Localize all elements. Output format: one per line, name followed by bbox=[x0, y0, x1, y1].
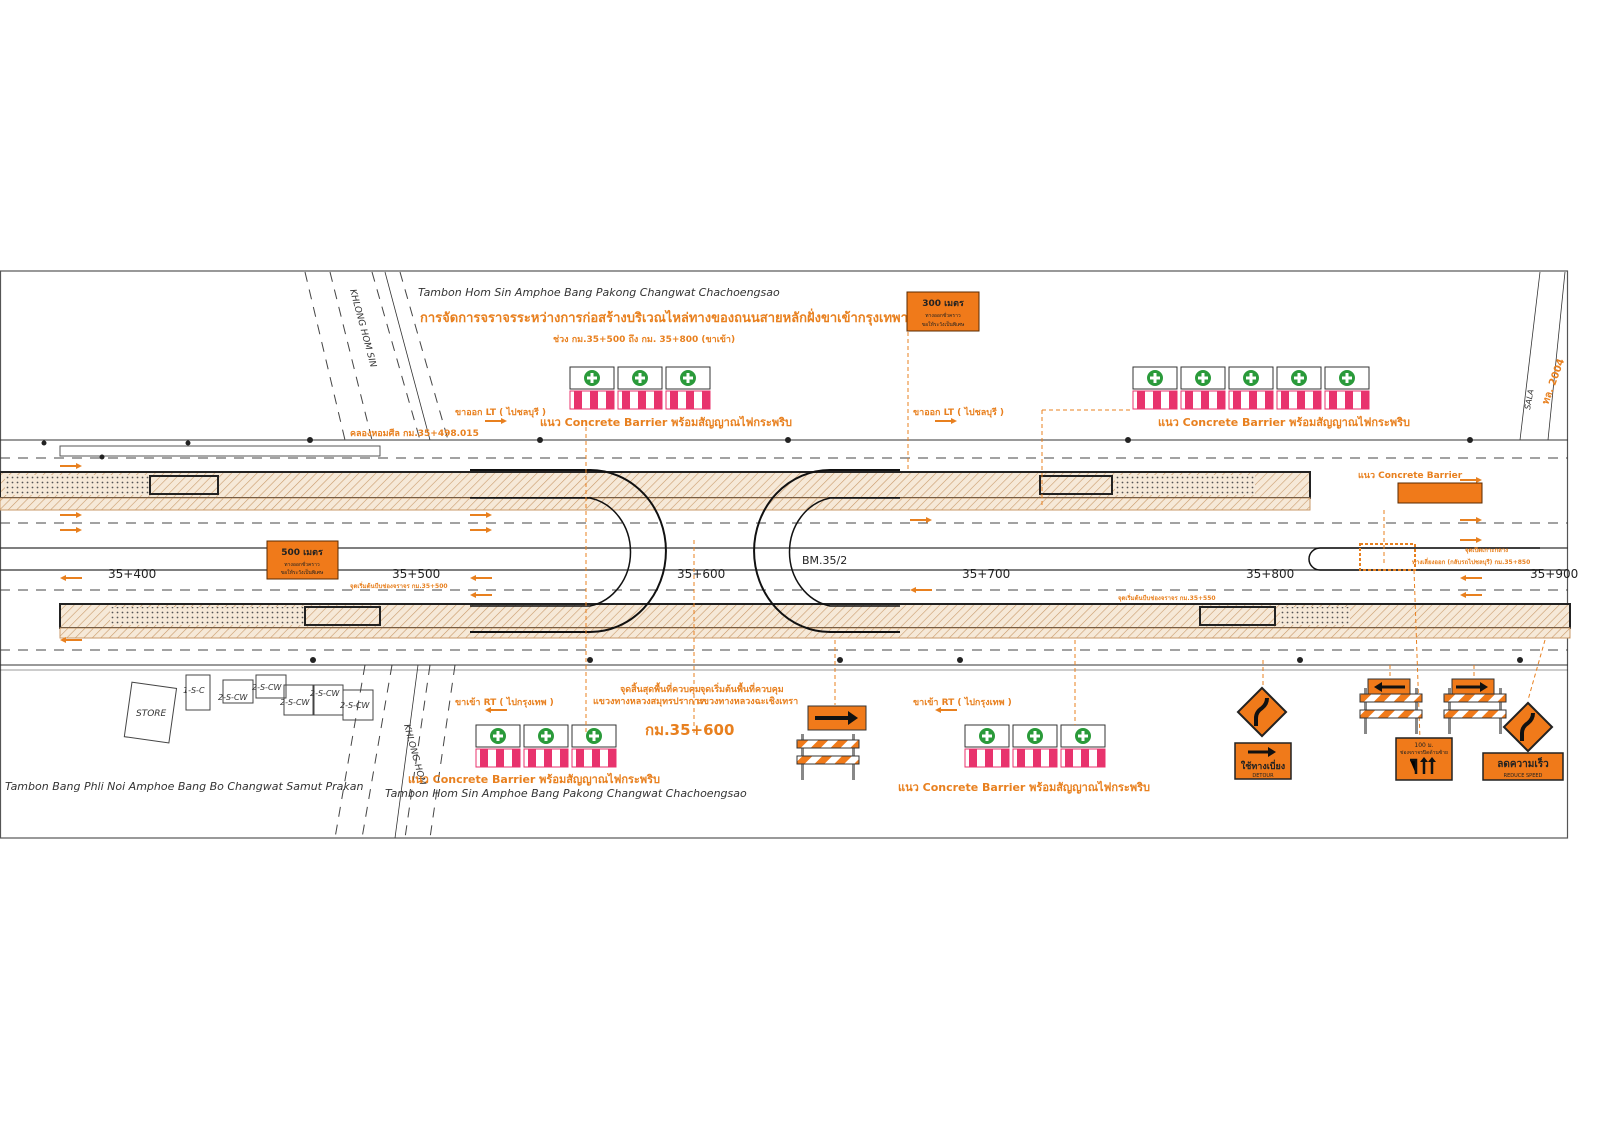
reverse-curve-sign-1 bbox=[1236, 686, 1288, 738]
km-marker-label: กม.35+600 bbox=[645, 721, 734, 739]
u-turn-right bbox=[753, 469, 900, 633]
control-start-label: จุดเริ่มต้นพื้นที่ควบคุม bbox=[700, 682, 784, 695]
concrete-barrier-label: แนว Concrete Barrier bbox=[1358, 471, 1463, 481]
reverse-curve-sign-2 bbox=[1502, 701, 1554, 753]
building-label: 1-S-C bbox=[183, 686, 205, 695]
sign-300m: 300 เมตร ทางออกชั่วคราว ขอให้ระวังเป็นพิ… bbox=[906, 291, 980, 332]
utility-poles bbox=[41, 437, 1523, 663]
concrete-barrier-block bbox=[1397, 482, 1483, 504]
svg-text:ทางออกชั่วคราว: ทางออกชั่วคราว bbox=[925, 312, 961, 319]
drawing-frame bbox=[0, 270, 1569, 839]
barrier-group-top-right: แนว Concrete Barrier พร้อมสัญญาณไฟกระพริ… bbox=[1131, 365, 1410, 429]
construction-zone-top bbox=[0, 471, 1311, 511]
lane-start-left-label: จุดเริ่มต้นบีบช่องจราจร กม.35+500 bbox=[350, 581, 448, 590]
median-opening-box bbox=[1359, 543, 1416, 571]
buildings: STORE 1-S-C 2-S-CW 2-S-CW 2-S-CW 2-S-CW … bbox=[123, 674, 374, 744]
barricade-arrow-left bbox=[1359, 678, 1423, 735]
benchmark-label: BM.35/2 bbox=[802, 554, 847, 567]
median-bypass-label: ทางเลี่ยงออก (กลับรถไปชลบุรี) กม.35+850 bbox=[1412, 557, 1530, 566]
canal-station-label: คลองหอมศีล กม.35+498.015 bbox=[350, 428, 479, 439]
building-label: 2-S-CW bbox=[340, 701, 371, 710]
median-island-nose bbox=[1308, 547, 1321, 571]
svg-text:300 เมตร: 300 เมตร bbox=[922, 299, 964, 309]
building-store-label: STORE bbox=[136, 709, 167, 719]
tambon-top-label: Tambon Hom Sin Amphoe Bang Pakong Changw… bbox=[418, 286, 780, 299]
plan-title: การจัดการจราจรระหว่างการก่อสร้างบริเวณไห… bbox=[420, 308, 908, 326]
svg-text:DETOUR: DETOUR bbox=[1252, 773, 1274, 779]
construction-zone-bottom bbox=[59, 603, 1571, 639]
reduce-speed-sign: ลดความเร็ว REDUCE SPEED bbox=[1482, 752, 1564, 781]
road-lines bbox=[0, 439, 1568, 671]
canal-khlong-hom-sin bbox=[304, 271, 1566, 839]
control-start-label-2: แขวงทางหลวงฉะเชิงเทรา bbox=[697, 696, 798, 707]
plan-subtitle: ช่วง กม.35+500 ถึง กม. 35+800 (ขาเข้า) bbox=[553, 334, 735, 345]
station-35-800: 35+800 bbox=[1246, 567, 1294, 581]
barrier-group-bottom-right: แนว Concrete Barrier พร้อมสัญญาณไฟกระพริ… bbox=[898, 723, 1150, 794]
road-label-sala: SALA bbox=[1523, 389, 1535, 411]
station-35-900: 35+900 bbox=[1530, 567, 1578, 581]
barrier-label: แนว Concrete Barrier พร้อมสัญญาณไฟกระพริ… bbox=[408, 772, 660, 786]
station-35-500: 35+500 bbox=[392, 567, 440, 581]
svg-text:ขอให้ระวังเป็นพิเศษ: ขอให้ระวังเป็นพิเศษ bbox=[922, 320, 965, 328]
control-end-label-2: แขวงทางหลวงสมุทรปราการ bbox=[593, 696, 704, 707]
svg-text:ขอให้ระวังเป็นพิเศษ: ขอให้ระวังเป็นพิเศษ bbox=[281, 568, 324, 576]
median-island-right bbox=[1320, 547, 1540, 571]
svg-text:REDUCE SPEED: REDUCE SPEED bbox=[1504, 773, 1543, 779]
tambon-bottom-left-label: Tambon Bang Phli Noi Amphoe Bang Bo Chan… bbox=[5, 780, 363, 793]
u-turn-left bbox=[470, 469, 667, 633]
svg-text:100 ม.: 100 ม. bbox=[1414, 742, 1433, 749]
station-35-600: 35+600 bbox=[677, 567, 725, 581]
lane-closed-sign: 100 ม. ช่องจราจรปิดด้านซ้าย bbox=[1395, 737, 1453, 781]
svg-text:ใช้ทางเบี่ยง: ใช้ทางเบี่ยง bbox=[1241, 759, 1285, 772]
lane-start-label: จุดเริ่มต้นบีบช่องจราจร กม.35+550 bbox=[1118, 593, 1216, 602]
sign-500m: 500 เมตร ทางออกชั่วคราว ขอให้ระวังเป็นพิ… bbox=[266, 540, 339, 580]
station-35-400: 35+400 bbox=[108, 567, 156, 581]
tambon-bottom-right-label: Tambon Hom Sin Amphoe Bang Pakong Changw… bbox=[385, 787, 747, 800]
barricade-arrow-right-center bbox=[796, 705, 867, 781]
building-label: 2-S-CW bbox=[310, 689, 341, 698]
barrier-group-top-left: แนว Concrete Barrier พร้อมสัญญาณไฟกระพริ… bbox=[540, 365, 792, 429]
barrier-label: แนว Concrete Barrier พร้อมสัญญาณไฟกระพริ… bbox=[898, 780, 1150, 794]
barrier-group-bottom-left: แนว Concrete Barrier พร้อมสัญญาณไฟกระพริ… bbox=[408, 723, 660, 786]
svg-text:500 เมตร: 500 เมตร bbox=[281, 548, 323, 558]
median-opening-label: จุดเปิดเกาะกลาง bbox=[1465, 546, 1508, 554]
building-label: 2-S-CW bbox=[280, 698, 311, 707]
exit-lt-label-1: ขาออก LT ( ไปชลบุรี ) bbox=[455, 406, 546, 418]
exit-lt-label-2: ขาออก LT ( ไปชลบุรี ) bbox=[913, 406, 1004, 418]
entry-rt-label-1: ขาเข้า RT ( ไปกรุงเทพ ) bbox=[455, 696, 554, 708]
barrier-label: แนว Concrete Barrier พร้อมสัญญาณไฟกระพริ… bbox=[1158, 415, 1410, 429]
svg-text:ทางออกชั่วคราว: ทางออกชั่วคราว bbox=[284, 561, 320, 568]
station-35-700: 35+700 bbox=[962, 567, 1010, 581]
building-label: 2-S-CW bbox=[252, 683, 283, 692]
svg-text:ช่องจราจรปิดด้านซ้าย: ช่องจราจรปิดด้านซ้าย bbox=[1400, 749, 1448, 756]
barricade-arrow-right bbox=[1443, 678, 1507, 735]
barrier-label: แนว Concrete Barrier พร้อมสัญญาณไฟกระพริ… bbox=[540, 415, 792, 429]
entry-rt-label-2: ขาเข้า RT ( ไปกรุงเทพ ) bbox=[913, 696, 1012, 708]
building-label: 2-S-CW bbox=[218, 693, 249, 702]
control-end-label: จุดสิ้นสุดพื้นที่ควบคุม bbox=[620, 682, 701, 695]
svg-text:ลดความเร็ว: ลดความเร็ว bbox=[1497, 756, 1549, 770]
detour-sign: ใช้ทางเบี่ยง DETOUR bbox=[1234, 742, 1292, 780]
